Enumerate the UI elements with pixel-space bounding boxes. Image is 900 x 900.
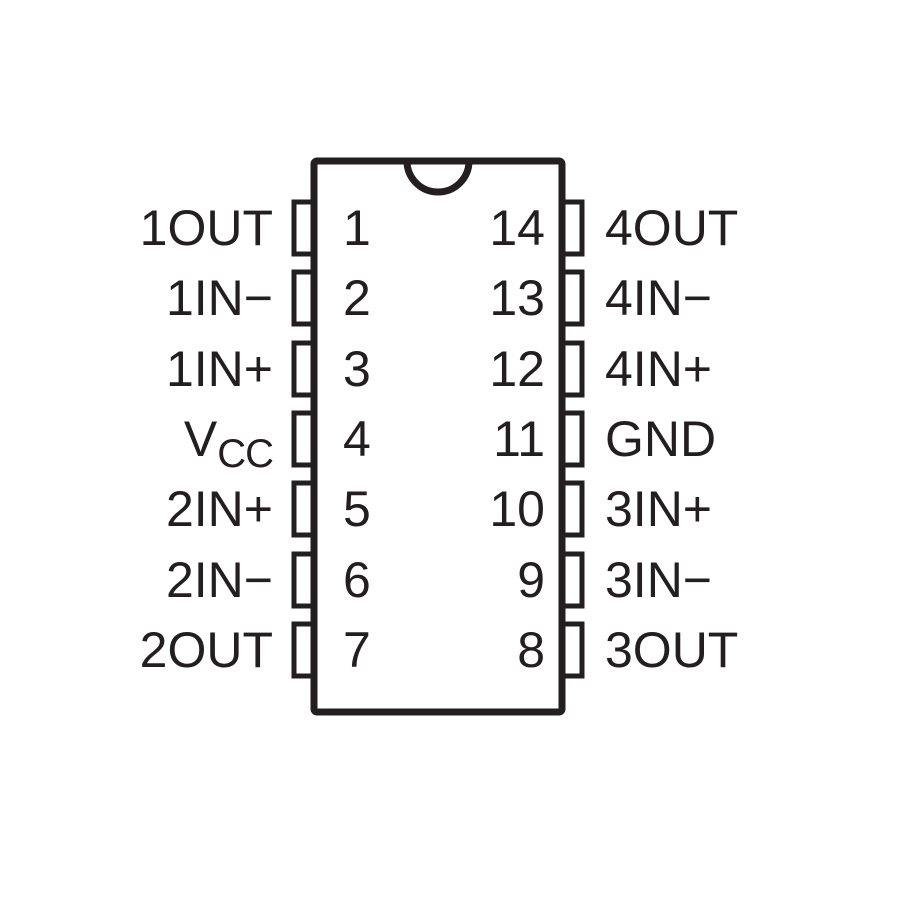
pin9-label: 3IN− [605,552,713,608]
pin8-label: 3OUT [605,622,739,678]
pin10-label: 3IN+ [605,481,713,537]
pin14-label: 4OUT [605,200,739,256]
pin4-label: VCC [80,411,274,476]
vcc-subscript: CC [217,432,274,476]
pin2-label: 1IN− [165,270,273,326]
pin3-number: 3 [343,341,371,397]
pin11-label: GND [605,411,717,467]
pin7-number: 7 [343,622,371,678]
pin13-number: 13 [489,270,545,326]
pin11-number: 11 [493,411,545,467]
pin14-number: 14 [489,200,545,256]
pin1-label: 1OUT [139,200,273,256]
pin10-number: 10 [489,481,545,537]
pin1-number: 1 [343,200,371,256]
pin2-number: 2 [343,270,371,326]
pin5-number: 5 [343,481,371,537]
pin13-label: 4IN− [605,270,713,326]
pin5-label: 2IN+ [165,481,273,537]
pin6-number: 6 [343,552,371,608]
vcc-main: V [183,411,218,467]
pin7-label: 2OUT [139,622,273,678]
orientation-notch [403,157,473,196]
pin6-label: 2IN− [165,552,273,608]
pin8-number: 8 [517,622,545,678]
pin9-number: 9 [517,552,545,608]
pin4-number: 4 [343,411,371,467]
pin3-label: 1IN+ [165,341,273,397]
pin12-label: 4IN+ [605,341,713,397]
pin12-number: 12 [489,341,545,397]
